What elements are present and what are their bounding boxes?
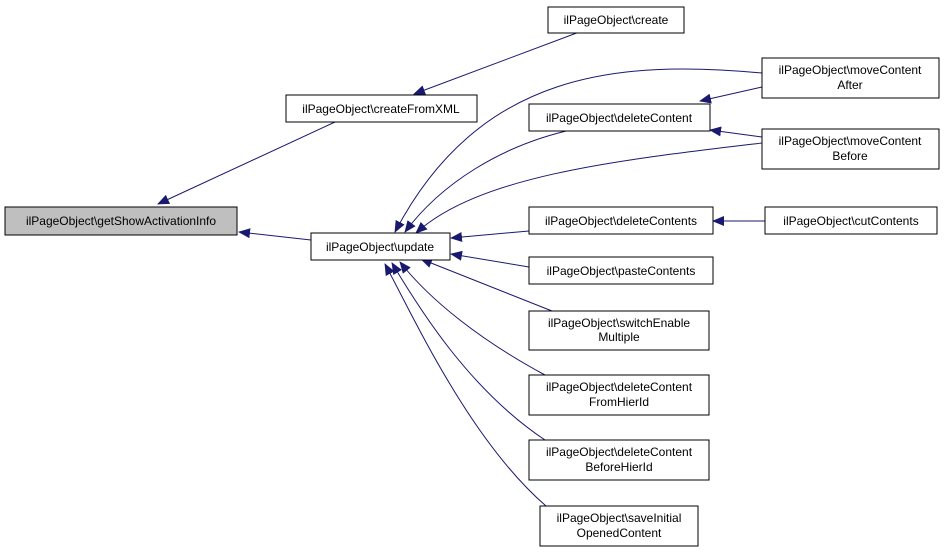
node-moveContentBefore[interactable]: ilPageObject\moveContent Before [761,128,940,170]
node-saveInitialOpenedContent[interactable]: ilPageObject\saveInitial OpenedContent [539,505,699,547]
edge-deleteContentFromHierId-to-update [399,261,546,376]
node-label-line1: ilPageObject\deleteContent [546,380,693,394]
node-label-line2: OpenedContent [577,526,662,540]
edge-update-to-getShowActivationInfo [238,228,312,241]
node-label: ilPageObject\deleteContents [545,214,697,228]
node-label-line2: Before [832,149,868,163]
node-label-line1: ilPageObject\deleteContent [546,445,693,459]
node-label-line1: ilPageObject\saveInitial [557,511,682,525]
nodes: ilPageObject\getShowActivationInfo ilPag… [4,6,940,547]
node-label: ilPageObject\deleteContent [546,111,693,125]
node-label-line2: BeforeHierId [585,460,652,474]
edge-moveContentAfter-to-update [394,68,763,233]
node-moveContentAfter[interactable]: ilPageObject\moveContent After [761,57,940,99]
node-deleteContent[interactable]: ilPageObject\deleteContent [528,103,711,132]
node-pasteContents[interactable]: ilPageObject\pasteContents [528,256,714,285]
edge-moveContentBefore-to-update [415,142,763,234]
edge-create-to-createFromXML [413,30,583,95]
edge-saveInitialOpenedContent-to-update [384,263,547,507]
node-label: ilPageObject\createFromXML [302,102,460,116]
node-deleteContentBeforeHierId[interactable]: ilPageObject\deleteContent BeforeHierId [528,439,710,481]
node-label-line1: ilPageObject\moveContent [779,134,922,148]
node-label-line2: Multiple [598,330,640,344]
edges [157,30,765,507]
node-label: ilPageObject\update [326,240,434,254]
edge-deleteContent-to-update [404,128,576,233]
edge-deleteContents-to-update [450,230,530,242]
edge-moveContentAfter-to-deleteContent [699,86,763,104]
node-label-line2: After [837,78,862,92]
edge-moveContentBefore-to-deleteContent [709,126,763,138]
node-cutContents[interactable]: ilPageObject\cutContents [764,206,938,235]
node-create[interactable]: ilPageObject\create [547,6,685,34]
node-label: ilPageObject\cutContents [783,214,918,228]
node-getShowActivationInfo[interactable]: ilPageObject\getShowActivationInfo [4,206,238,236]
edge-switchEnableMultiple-to-update [420,258,553,312]
node-switchEnableMultiple[interactable]: ilPageObject\switchEnable Multiple [528,310,710,351]
edge-deleteContentBeforeHierId-to-update [391,262,546,441]
node-createFromXML[interactable]: ilPageObject\createFromXML [285,94,478,123]
node-deleteContentFromHierId[interactable]: ilPageObject\deleteContent FromHierId [528,374,710,416]
node-label-line2: FromHierId [589,395,649,409]
node-label: ilPageObject\pasteContents [547,264,696,278]
node-label: ilPageObject\create [564,13,669,27]
node-label: ilPageObject\getShowActivationInfo [26,214,216,228]
edge-createFromXML-to-getShowActivationInfo [157,121,336,205]
node-label-line1: ilPageObject\moveContent [779,63,922,77]
edge-pasteContents-to-update [450,250,530,268]
node-label-line1: ilPageObject\switchEnable [548,316,690,330]
node-deleteContents[interactable]: ilPageObject\deleteContents [528,206,714,235]
node-update[interactable]: ilPageObject\update [310,232,451,261]
